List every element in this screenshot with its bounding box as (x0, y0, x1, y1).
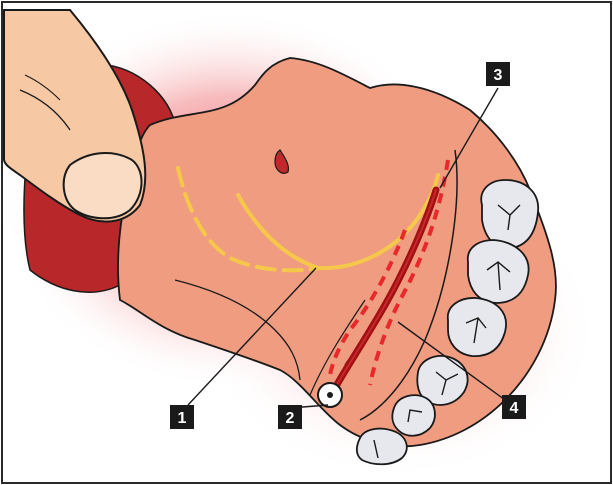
tooth-icon (448, 298, 506, 356)
label-4-text: 4 (510, 400, 519, 417)
label-3-text: 3 (494, 67, 503, 84)
label-3: 3 (486, 62, 510, 86)
tooth-icon (392, 395, 435, 436)
foramen-marker (318, 383, 342, 407)
label-1: 1 (170, 405, 194, 429)
label-4: 4 (502, 395, 526, 419)
tooth-icon (481, 180, 538, 248)
label-1-text: 1 (178, 410, 187, 427)
tooth-icon (468, 240, 529, 303)
tooth-icon (357, 429, 407, 465)
label-2: 2 (278, 405, 302, 429)
label-2-text: 2 (286, 410, 295, 427)
